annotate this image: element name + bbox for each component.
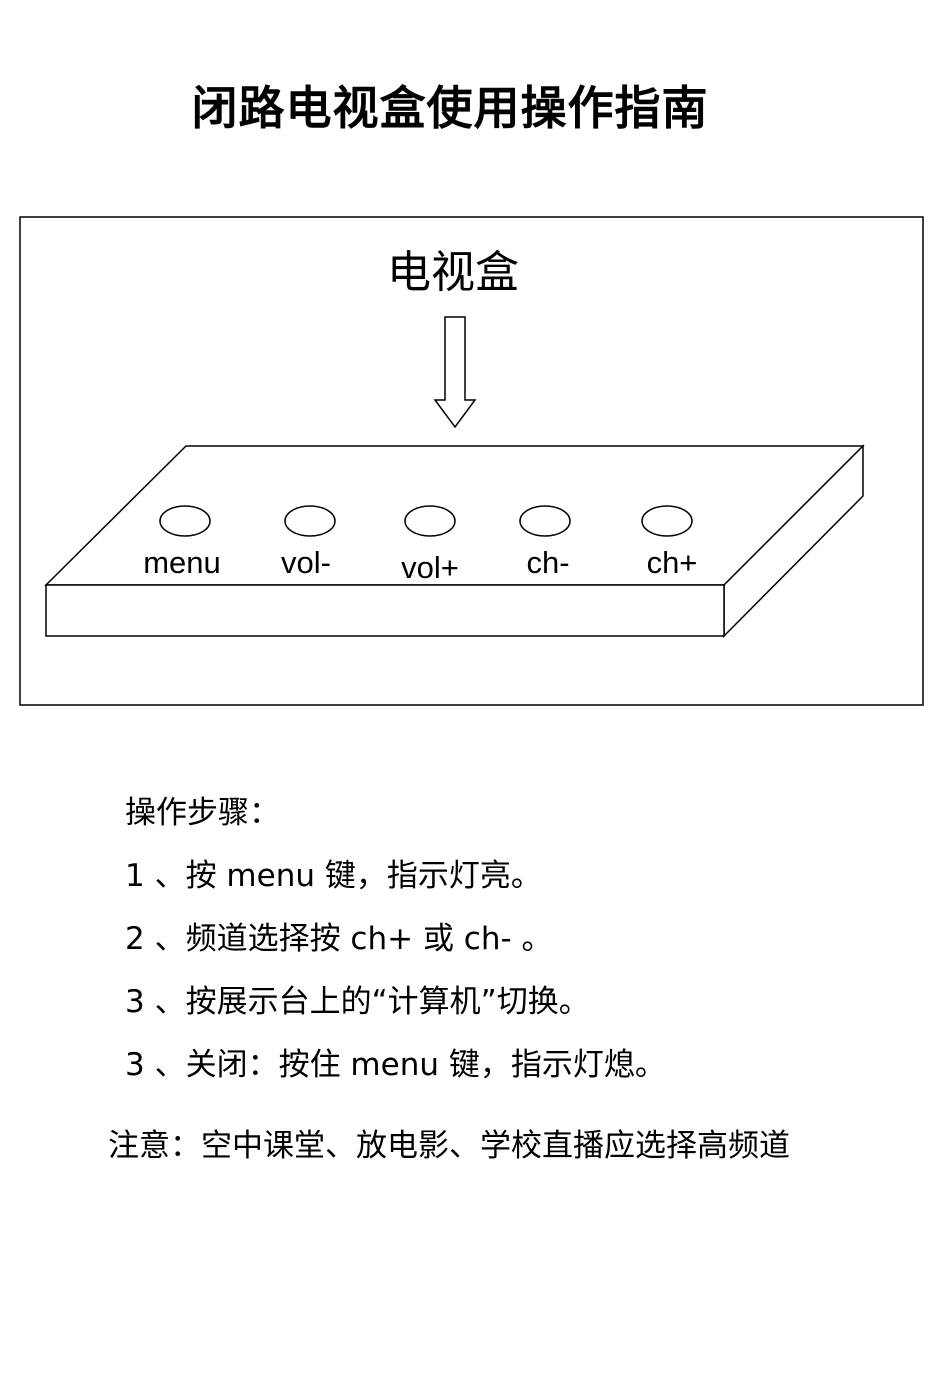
ch-down-button-label: ch- [526,545,569,580]
ch-up-button[interactable] [641,505,693,537]
instruction-step: 3 、关闭：按住 menu 键，指示灯熄。 [125,1047,666,1083]
instruction-step: 2 、频道选择按 ch+ 或 ch- 。 [125,921,553,957]
note-text: 注意：空中课堂、放电影、学校直播应选择高频道 [108,1128,790,1164]
device-label: 电视盒 [387,247,519,298]
tv-box-diagram: 电视盒 menu vol- vol+ ch- ch+ [19,216,924,706]
instruction-step: 1 、按 menu 键，指示灯亮。 [125,858,542,894]
vol-down-button[interactable] [284,505,336,537]
instructions-heading: 操作步骤： [125,795,280,831]
instructions: 操作步骤： 1 、按 menu 键，指示灯亮。 2 、频道选择按 ch+ 或 c… [125,782,666,1097]
ch-up-button-label: ch+ [647,545,698,580]
vol-down-button-label: vol- [281,545,331,580]
box-front-face [45,584,725,637]
instruction-step: 3 、按展示台上的“计算机”切换。 [125,984,590,1020]
menu-button-label: menu [143,545,221,580]
vol-up-button[interactable] [404,505,456,537]
vol-up-button-label: vol+ [401,550,459,585]
page-title: 闭路电视盒使用操作指南 [191,81,709,135]
arrow-down-icon [433,316,477,429]
ch-down-button[interactable] [519,505,571,537]
menu-button[interactable] [159,505,211,537]
diagram-frame [19,216,924,706]
